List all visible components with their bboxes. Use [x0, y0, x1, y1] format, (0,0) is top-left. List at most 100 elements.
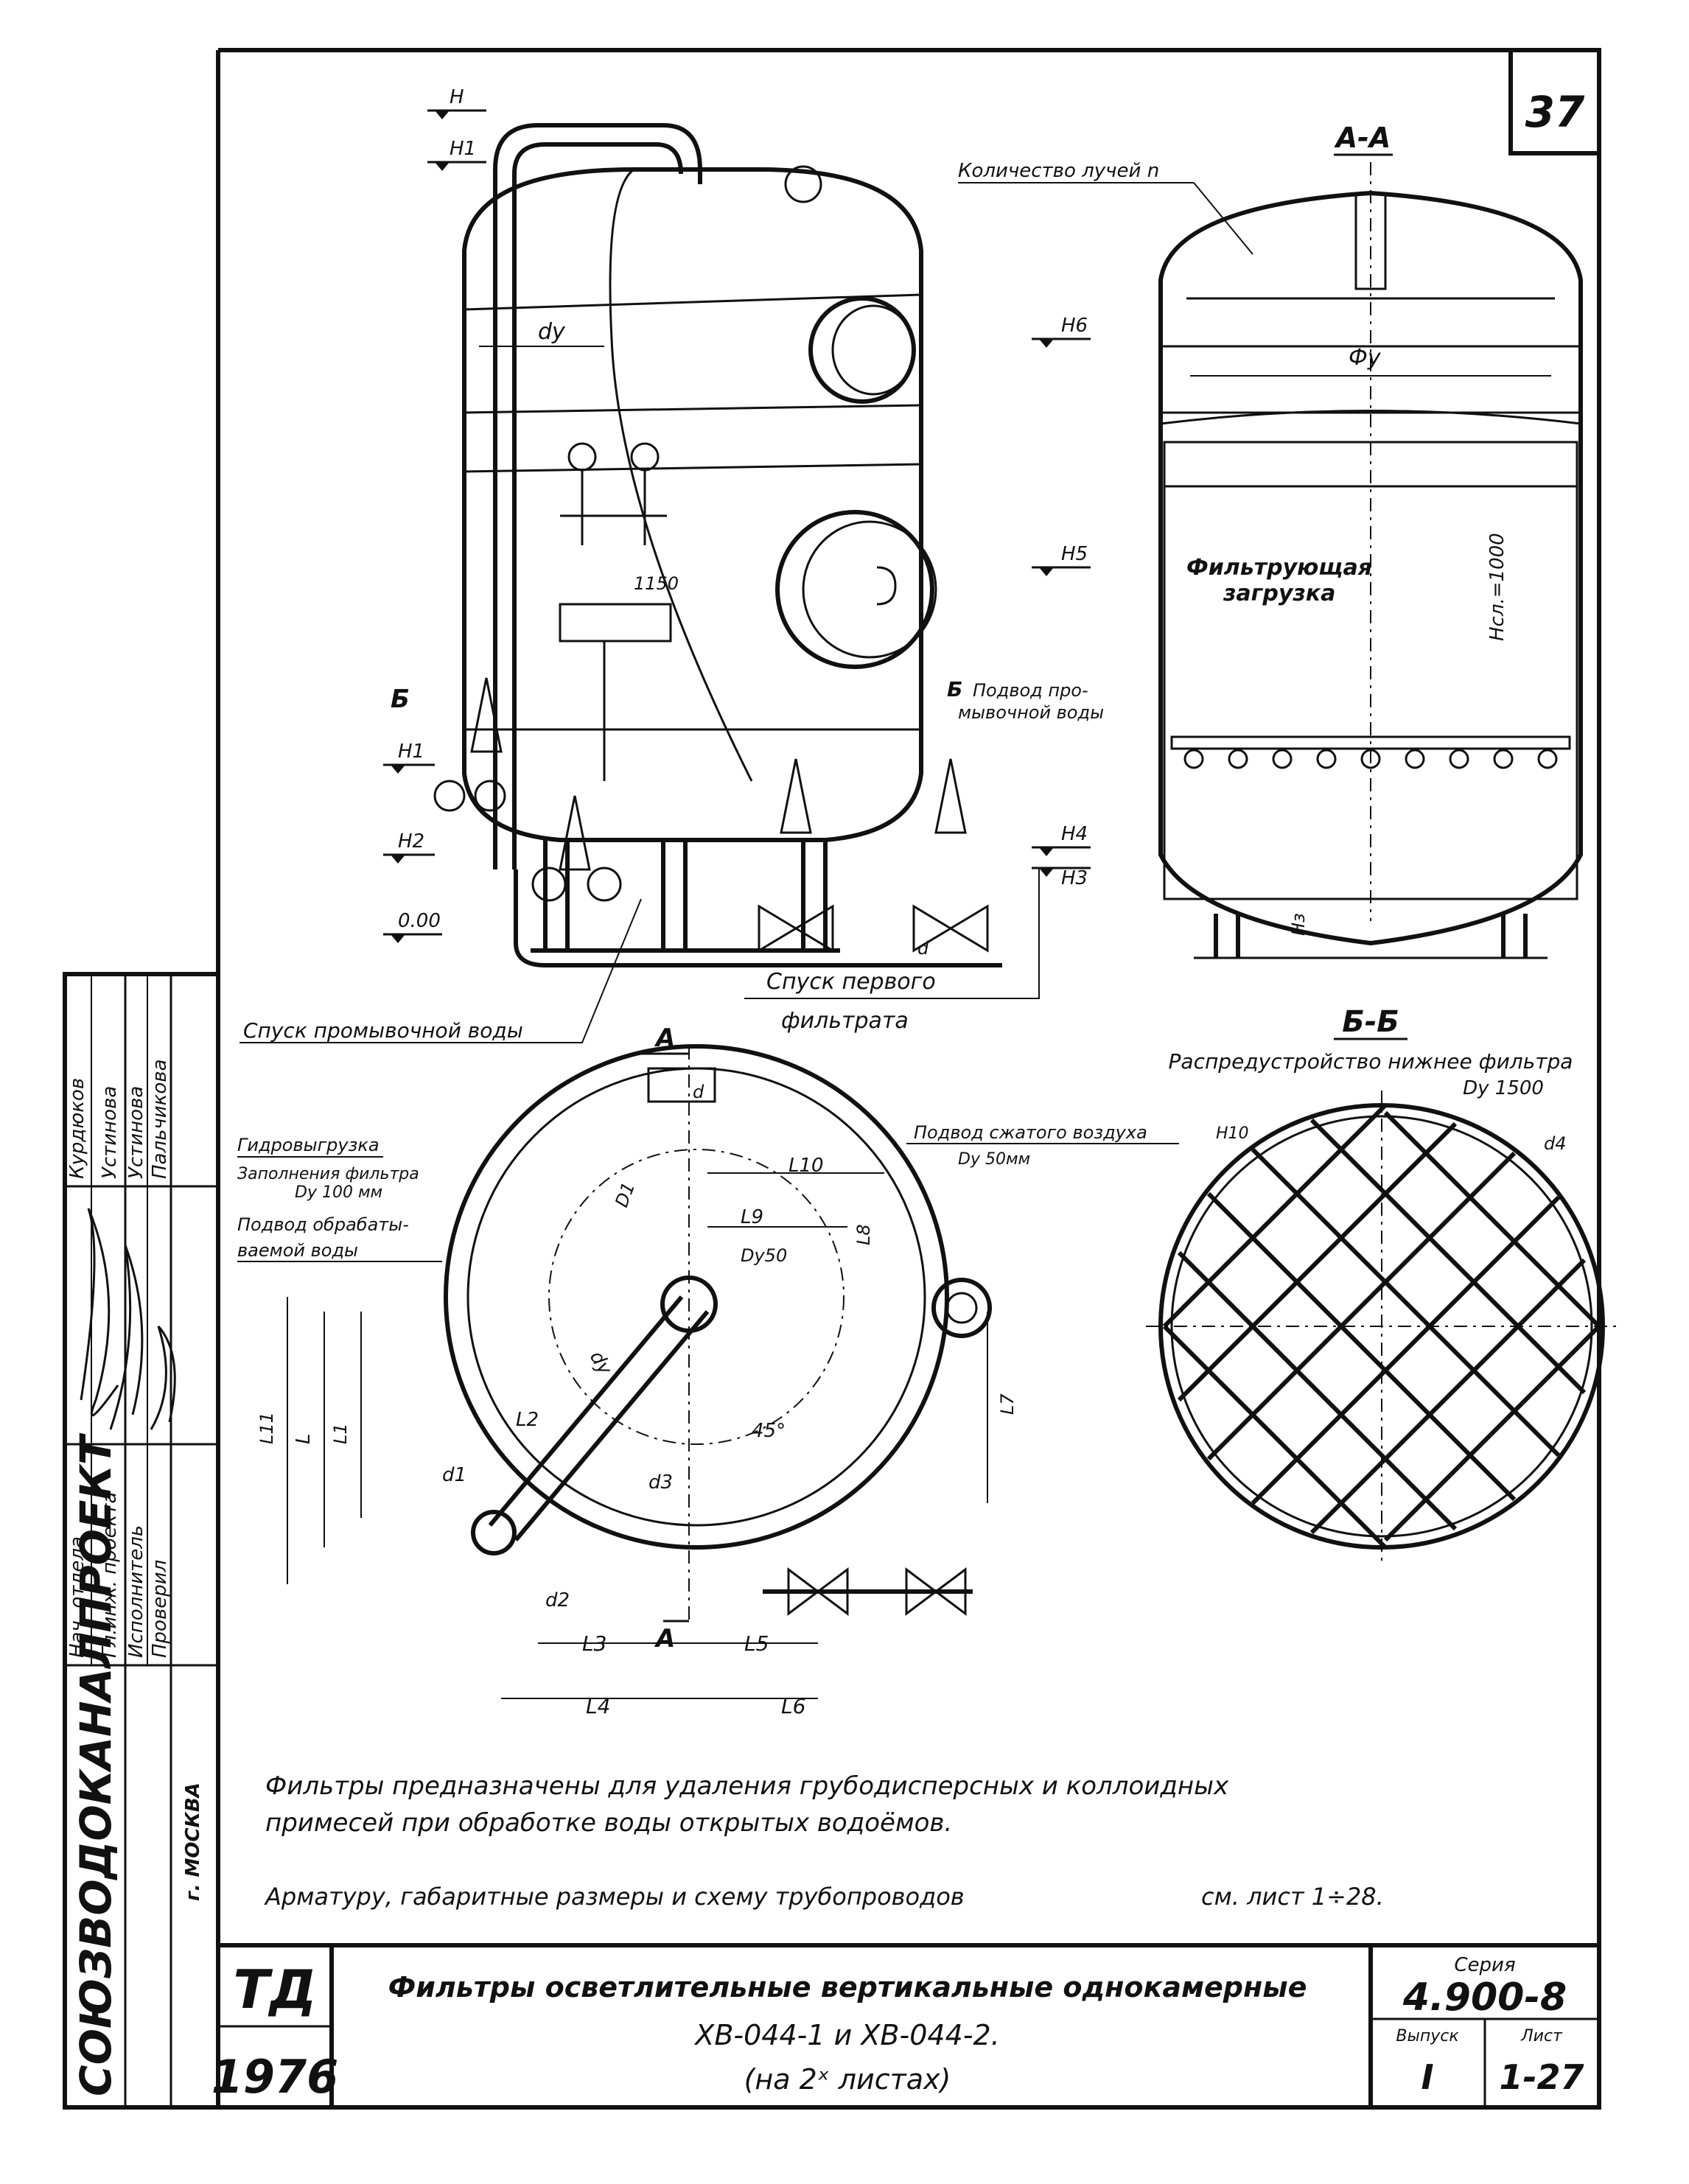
- flush-drain-label: Спуск промывочной воды: [243, 1018, 523, 1043]
- city: г. МОСКВА: [182, 1782, 204, 1901]
- section-bb-size: Dу 1500: [1463, 1077, 1544, 1099]
- treated-water-label-1: Подвод обрабаты-: [237, 1214, 409, 1235]
- sheet-frame: [63, 48, 1601, 2110]
- treated-water-label-2: ваемой воды: [237, 1240, 358, 1261]
- dim-label: dy: [585, 1348, 616, 1379]
- issue-label: Выпуск: [1396, 2027, 1459, 2045]
- dim-label: L11: [256, 1412, 277, 1444]
- media-label-2: загрузка: [1223, 581, 1335, 606]
- dim-label: L8: [853, 1224, 874, 1245]
- fill-label-2: Dу 100 мм: [295, 1183, 382, 1202]
- section-mark-left: Б: [391, 685, 410, 714]
- series-value: 4.900-8: [1402, 1975, 1567, 2020]
- org-name: СОЮЗВОДОКАНАЛПРОЕКТ: [71, 1432, 121, 2096]
- nozzle-label: dy: [538, 319, 566, 345]
- diameter-label: Фу: [1349, 345, 1382, 371]
- dim-label: L5: [744, 1631, 769, 1656]
- level-markers: Н Н1 Н1 Н2 0.00 Н6 Н5 Н4 Н3: [383, 86, 1091, 943]
- flush-supply-label-2: мывочной воды: [958, 702, 1104, 723]
- level-label: Н6: [1061, 315, 1088, 337]
- sheet-number: 37: [1525, 87, 1585, 137]
- dim-label: 45°: [752, 1420, 786, 1442]
- section-mark-right: Б: [947, 677, 962, 701]
- dim-label: L7: [997, 1393, 1018, 1415]
- air-supply-label-1: Подвод сжатого воздуха: [914, 1122, 1147, 1143]
- valve-group: [433, 677, 989, 953]
- sheet-label: Лист: [1520, 2027, 1563, 2045]
- dim-label: d2: [545, 1589, 570, 1611]
- level-label: Н2: [398, 830, 424, 853]
- first-filtrate-label-1: Спуск первого: [766, 969, 936, 995]
- handwritten-signature: [80, 1208, 176, 1430]
- series-label: Серия: [1454, 1954, 1515, 1976]
- title-line-3: (на 2ˣ листах): [744, 2063, 951, 2096]
- rays-count-label: Количество лучей n: [958, 160, 1159, 182]
- dim-label: L3: [582, 1631, 606, 1656]
- fill-label-1: Заполнения фильтра: [237, 1165, 419, 1183]
- dim-label: L: [293, 1434, 315, 1445]
- signature-role: Нач. отдела: [66, 1536, 88, 1658]
- dim-d4-label: d4: [1544, 1133, 1567, 1154]
- signature-block: Нач. отдела Гл.инж. проекта Исполнитель …: [66, 1059, 176, 1658]
- note-line-1: Фильтры предназначены для удаления грубо…: [265, 1771, 1229, 1801]
- distribution-nozzles: [1170, 735, 1571, 769]
- dim-label: L2: [516, 1409, 539, 1431]
- title-block: ТД 1976 Фильтры осветлительные вертикаль…: [71, 1432, 1599, 2107]
- signature-role: Исполнитель: [125, 1525, 147, 1658]
- dim-label: L9: [741, 1206, 763, 1228]
- dim-label: L6: [781, 1694, 805, 1718]
- note-line-3: Арматуру, габаритные размеры и схему тру…: [264, 1883, 965, 1911]
- flush-supply-label-1: Подвод про-: [973, 680, 1088, 701]
- sheet-number-box: 37: [1508, 48, 1601, 155]
- section-aa-title: А-А: [1334, 122, 1391, 154]
- level-label: Н5: [1061, 543, 1088, 565]
- plan-view: А А Гидровыгрузка Заполнения фильтра Dу …: [237, 1023, 1179, 1718]
- dim-h10-label: Н10: [1216, 1124, 1249, 1143]
- sheet-value: 1-27: [1499, 2057, 1584, 2097]
- first-filtrate-label-2: фильтрата: [781, 1008, 909, 1034]
- dim-label: Dу50: [741, 1245, 787, 1266]
- section-aa-view: А-А Количество лучей n Фу Фильтрующая за…: [958, 122, 1583, 959]
- signature-role: Гл.инж. проекта: [99, 1492, 121, 1658]
- signature-name: Курдюков: [66, 1078, 88, 1179]
- dim-label: L10: [788, 1155, 824, 1177]
- note-line-3-ref: см. лист 1÷28.: [1201, 1883, 1384, 1911]
- title-line-2: ХВ-044-1 и ХВ-044-2.: [693, 2019, 999, 2051]
- issue-value: I: [1421, 2057, 1433, 2097]
- cut-mark-bottom: А: [654, 1624, 675, 1653]
- title-line-1: Фильтры осветлительные вертикальные одно…: [388, 1971, 1307, 2003]
- notes: Фильтры предназначены для удаления грубо…: [264, 1771, 1384, 1911]
- level-label: Н1: [398, 741, 424, 763]
- dim-label: L1: [330, 1423, 351, 1444]
- level-label: 0.00: [398, 910, 441, 932]
- dim-label: L4: [586, 1694, 610, 1718]
- level-label: Н4: [1061, 823, 1088, 845]
- signature-name: Устинова: [99, 1086, 121, 1179]
- dim-label: D1: [611, 1180, 639, 1210]
- cut-mark-top: А: [654, 1023, 675, 1053]
- section-bb-view: Б-Б Распредустройство нижнее фильтра Dу …: [1146, 1005, 1618, 1562]
- dim-label: d: [693, 1082, 704, 1102]
- dim-label: d3: [648, 1471, 673, 1494]
- note-line-2: примесей при обработке воды открытых вод…: [265, 1808, 952, 1838]
- media-height-label: Нсл.=1000: [1486, 533, 1508, 641]
- leg-height-label: Нз: [1288, 913, 1309, 936]
- level-label: Н: [450, 86, 464, 108]
- signature-role: Проверил: [149, 1560, 171, 1658]
- air-supply-label-2: Dу 50мм: [958, 1150, 1030, 1169]
- elevation-view: Н Н1 Н1 Н2 0.00 Н6 Н5 Н4 Н3 dy 1150 Б Б …: [239, 86, 1104, 1043]
- year: 1976: [211, 2050, 339, 2104]
- level-label: Н1: [450, 138, 476, 160]
- hydro-unload-label: Гидровыгрузка: [237, 1135, 380, 1155]
- dim-d-label: d: [917, 938, 929, 959]
- td-mark: ТД: [233, 1959, 316, 2020]
- lateral-pipes: [1162, 1103, 1601, 1550]
- section-bb-title: Б-Б: [1342, 1005, 1399, 1039]
- section-bb-subtitle: Распредустройство нижнее фильтра: [1169, 1049, 1573, 1074]
- signature-name: Устинова: [125, 1086, 147, 1179]
- inner-mark: 1150: [634, 573, 679, 594]
- signature-name: Пальчикова: [149, 1059, 171, 1179]
- media-label-1: Фильтрующая: [1186, 555, 1372, 581]
- level-label: Н3: [1061, 867, 1088, 889]
